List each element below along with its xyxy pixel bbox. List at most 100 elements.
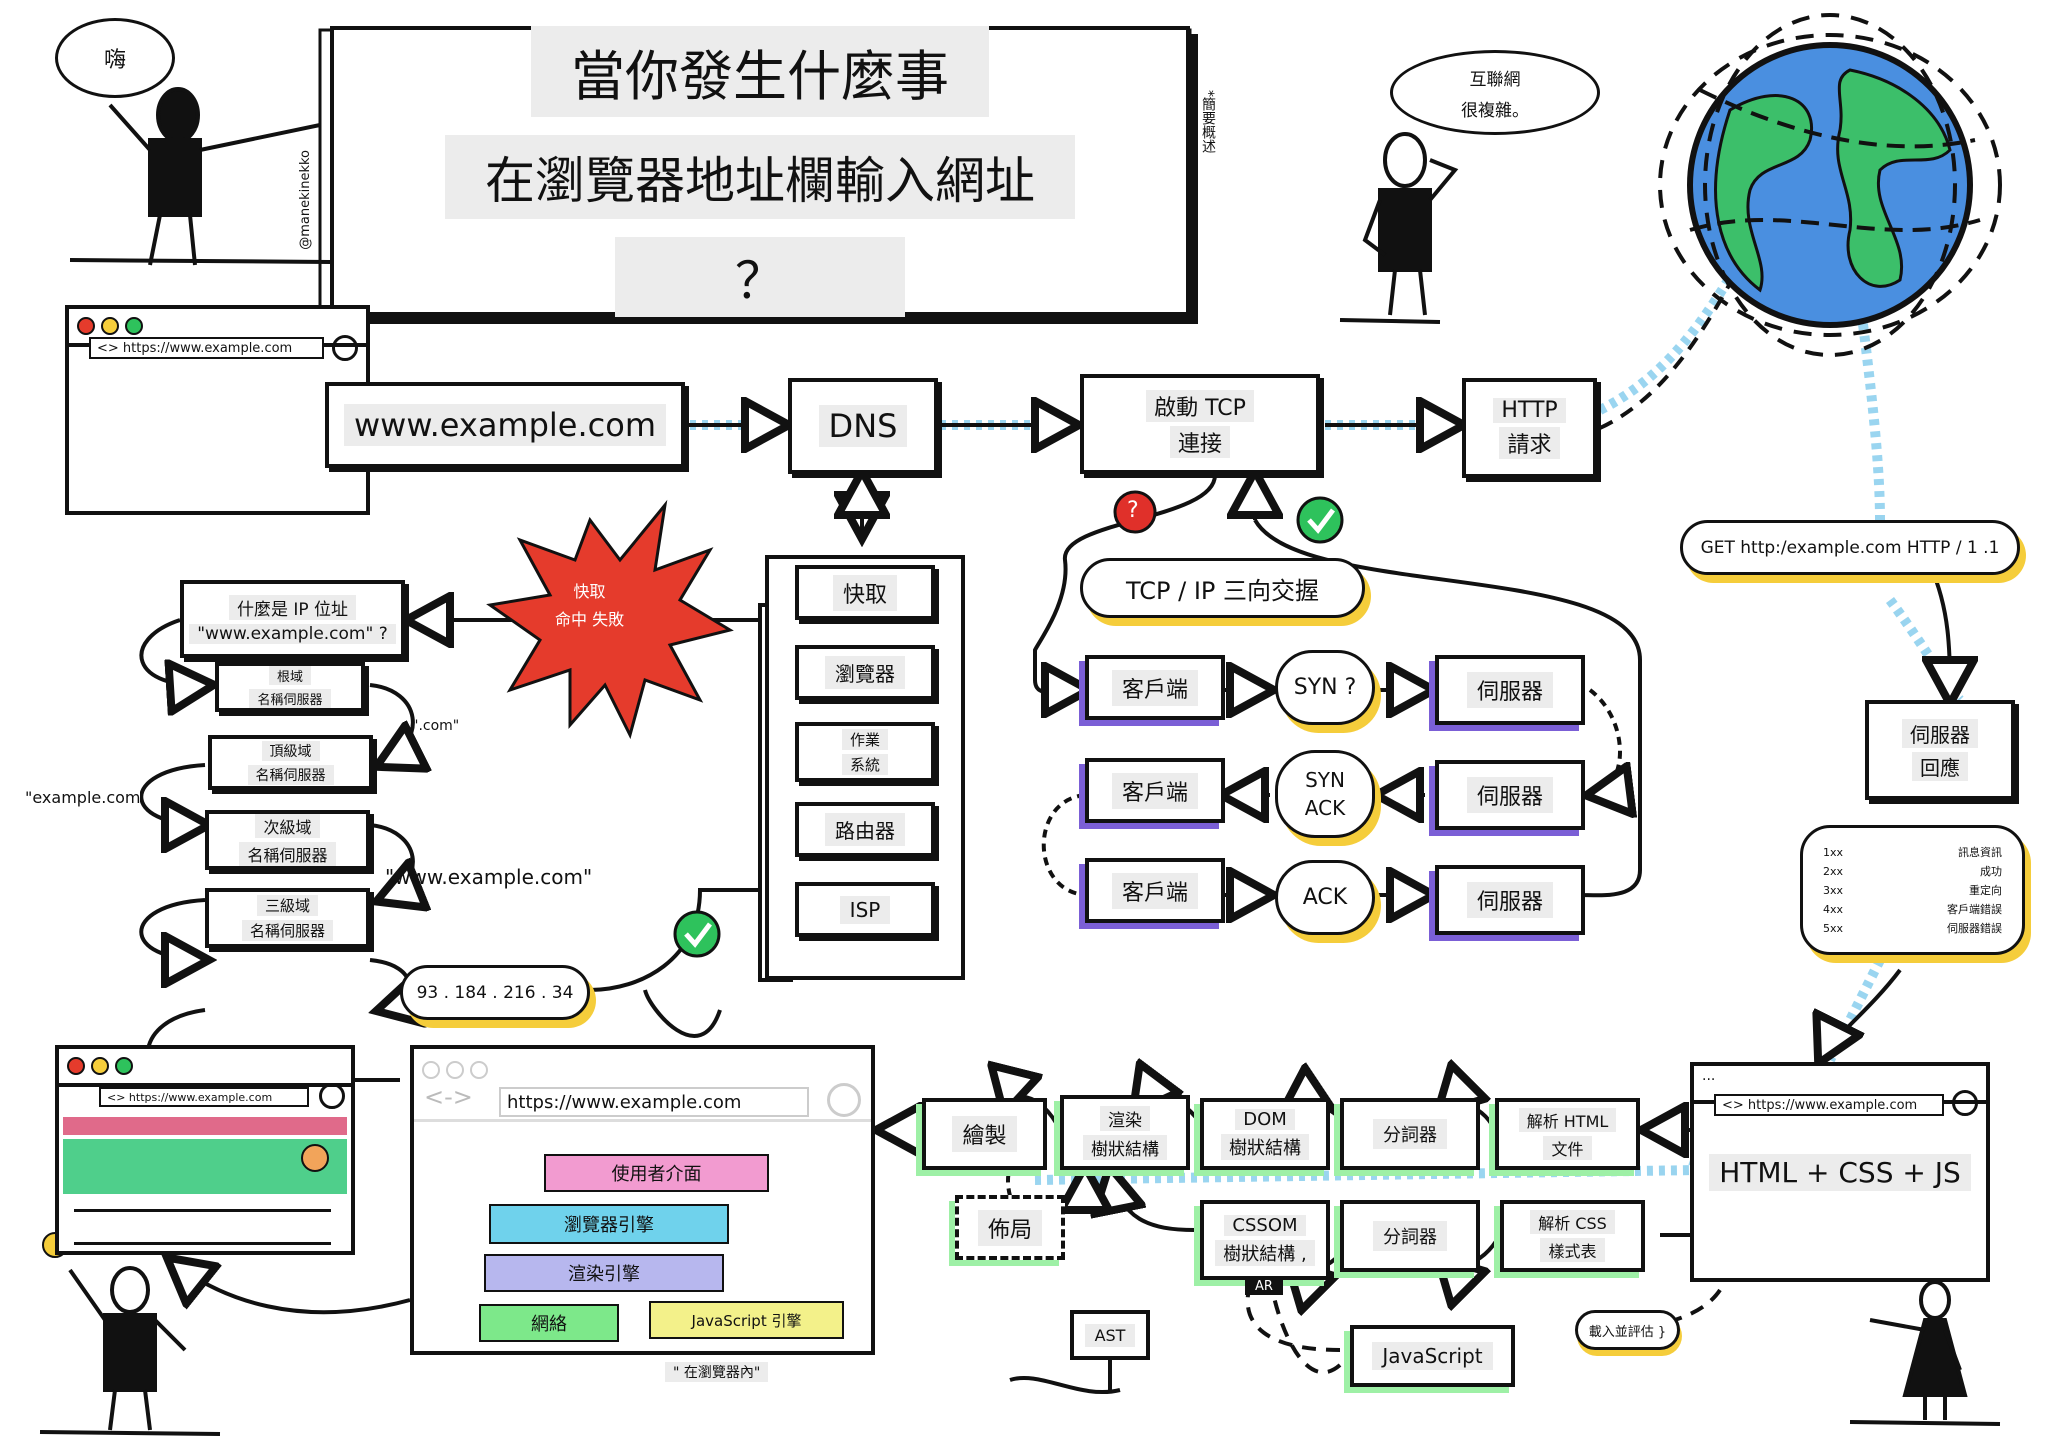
question-mark: ? xyxy=(1127,498,1139,523)
globe-icon xyxy=(1658,13,2002,357)
inside-browser-bar: <-> https://www.example.com xyxy=(414,1049,871,1122)
check-badge-tcp xyxy=(1296,496,1344,544)
ack-text: ACK xyxy=(1302,885,1348,910)
html-browser-url[interactable]: <> https://www.example.com xyxy=(1714,1094,1944,1116)
os-text-1: 作業 xyxy=(841,729,888,750)
html-browser-content: HTML + CSS + JS xyxy=(1694,1154,1986,1191)
syn-cloud: SYN ? xyxy=(1275,650,1375,725)
client-box-3: 客戶端 xyxy=(1085,858,1225,923)
status-desc: 客戶端錯誤 xyxy=(1947,902,2002,916)
get-request-cloud: GET http:/example.com HTTP / 1 .1 xyxy=(1680,520,2020,575)
status-desc: 重定向 xyxy=(1969,883,2002,897)
layer-ui: 使用者介面 xyxy=(544,1154,769,1192)
avatar-icon xyxy=(319,1083,345,1109)
final-browser-url[interactable]: <> https://www.example.com xyxy=(99,1087,309,1107)
rendered-hero xyxy=(63,1139,347,1194)
os-text-2: 系統 xyxy=(841,754,888,775)
cache-text: 快取 xyxy=(832,574,897,611)
status-code: 1xx xyxy=(1823,845,1844,859)
url-text: www.example.com xyxy=(344,404,666,446)
tcp-text-1: 啟動 TCP xyxy=(1146,390,1254,422)
server-box-3: 伺服器 xyxy=(1435,865,1585,935)
tld-text-1: 頂級域 xyxy=(261,740,320,761)
example-label: "example.com xyxy=(25,788,141,807)
dns-box: DNS xyxy=(788,378,938,474)
html-content-text: HTML + CSS + JS xyxy=(1709,1154,1971,1191)
parse-html-box: 解析 HTML 文件 xyxy=(1495,1098,1640,1170)
synack-text-2: ACK xyxy=(1304,796,1346,820)
dom-text-1: DOM xyxy=(1235,1108,1295,1130)
status-code-row: 4xx 客戶端錯誤 xyxy=(1823,900,2002,919)
synack-text-1: SYN xyxy=(1305,768,1345,792)
server-response-text-2: 回應 xyxy=(1912,752,1968,781)
root-text-2: 名稱伺服器 xyxy=(249,689,331,708)
avatar-icon xyxy=(332,335,358,361)
load-eval-cloud: 載入並評估 } xyxy=(1575,1310,1680,1350)
root-ns-box: 根域名稱伺服器 xyxy=(215,662,365,712)
hi-bubble: 嗨 xyxy=(55,18,175,98)
window-dots xyxy=(77,317,143,335)
client-text-2: 客戶端 xyxy=(1111,772,1198,809)
ip-text: 93 . 184 . 216 . 34 xyxy=(416,982,574,1003)
status-code: 4xx xyxy=(1823,902,1844,916)
tld-ns-box: 頂級域名稱伺服器 xyxy=(208,735,373,790)
isp-cache-box: ISP xyxy=(795,882,935,937)
inside-caption: " 在瀏覽器內" xyxy=(665,1362,769,1382)
ack-cloud: ACK xyxy=(1275,860,1375,935)
client-box-2: 客戶端 xyxy=(1085,758,1225,823)
com-label: ".com" xyxy=(412,718,460,734)
layer-render-engine: 渲染引擎 xyxy=(484,1254,724,1292)
paint-text: 繪製 xyxy=(952,1116,1017,1152)
figure-waving xyxy=(69,87,331,266)
load-eval-text: 載入並評估 } xyxy=(1588,1324,1667,1340)
title-line-1: 當你發生什麼事 xyxy=(531,25,989,117)
ip-cloud: 93 . 184 . 216 . 34 xyxy=(400,965,590,1020)
inside-browser-url[interactable]: https://www.example.com xyxy=(499,1087,809,1117)
cssom-text-2: 樹狀結構 , xyxy=(1215,1239,1315,1266)
title-box: 當你發生什麼事 在瀏覽器地址欄輸入網址 ？ xyxy=(330,25,1190,317)
javascript-text: JavaScript xyxy=(1372,1342,1493,1370)
client-text-1: 客戶端 xyxy=(1111,669,1198,706)
top-browser-url[interactable]: <> https://www.example.com xyxy=(89,337,324,359)
rendered-sun xyxy=(301,1144,329,1172)
root-text-1: 根域 xyxy=(268,666,311,685)
render-tree-text-2: 樹狀結構 xyxy=(1083,1134,1167,1160)
back-forward-icon[interactable]: <-> xyxy=(424,1083,473,1111)
status-desc: 成功 xyxy=(1980,864,2002,878)
isp-text: ISP xyxy=(839,895,891,924)
cache-miss-burst xyxy=(486,499,734,740)
get-text: GET http:/example.com HTTP / 1 .1 xyxy=(1700,537,2000,558)
parse-html-text-1: 解析 HTML xyxy=(1518,1108,1617,1132)
layout-box: 佈局 xyxy=(955,1195,1065,1260)
credit: @manekinekko xyxy=(298,150,313,250)
dns-text: DNS xyxy=(818,405,908,447)
render-tree-text-1: 渲染 xyxy=(1100,1105,1150,1131)
tcp-handshake-text: TCP / IP 三向交握 xyxy=(1125,576,1319,605)
third-ns-box: 三級域名稱伺服器 xyxy=(205,888,370,948)
parse-html-text-2: 文件 xyxy=(1543,1136,1592,1160)
third-text-1: 三級域 xyxy=(256,895,318,916)
www-label: "www.example.com" xyxy=(385,865,593,889)
server-box-1: 伺服器 xyxy=(1435,655,1585,725)
status-code: 5xx xyxy=(1823,921,1844,935)
http-text-2: 請求 xyxy=(1499,426,1560,459)
paint-box: 繪製 xyxy=(922,1098,1047,1170)
synack-cloud: SYN ACK xyxy=(1275,750,1375,838)
dom-text-2: 樹狀結構 xyxy=(1221,1133,1309,1160)
html-browser-window: ... <> https://www.example.com HTML + CS… xyxy=(1690,1062,1990,1282)
server-response-text-1: 伺服器 xyxy=(1902,719,1978,748)
internet-text-2: 很複雜。 xyxy=(1461,100,1529,121)
final-browser-bar xyxy=(59,1049,351,1087)
client-box-1: 客戶端 xyxy=(1085,655,1225,720)
cssom-text-1: CSSOM xyxy=(1224,1214,1306,1236)
figure-lightbulb xyxy=(39,1266,221,1436)
layer-javascript-engine: JavaScript 引擎 xyxy=(649,1301,844,1339)
browser-cache-text: 瀏覽器 xyxy=(825,656,905,689)
check-badge-dns xyxy=(673,910,721,958)
final-browser-window: <> https://www.example.com xyxy=(55,1045,355,1255)
